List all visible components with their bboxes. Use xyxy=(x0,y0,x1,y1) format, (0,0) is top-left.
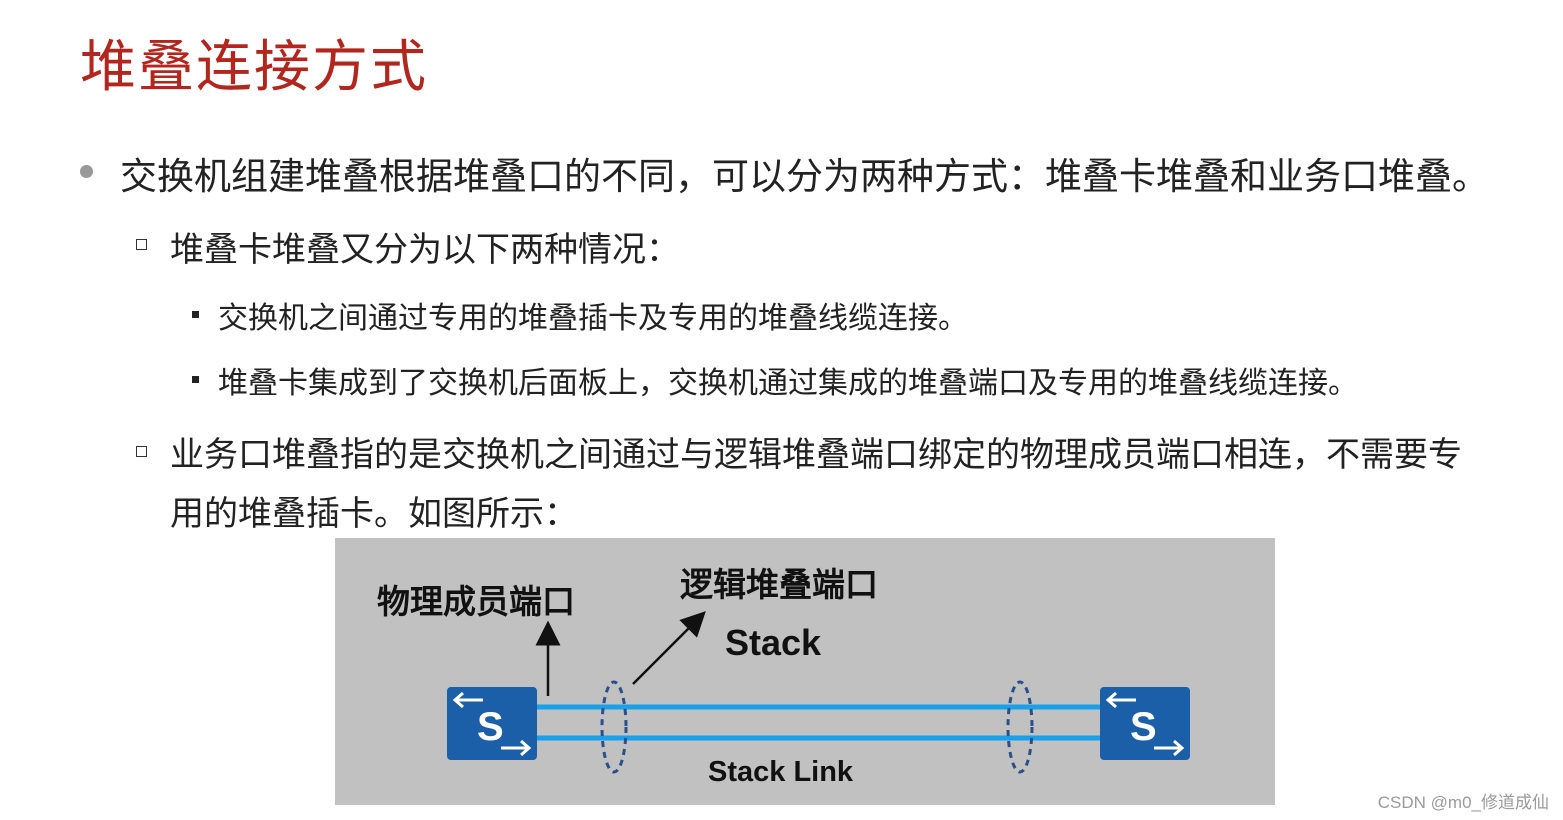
item-bullet xyxy=(192,376,199,383)
item-bullet xyxy=(192,311,199,318)
logical-port-ring-left xyxy=(600,680,628,774)
bullet-dot xyxy=(80,165,93,178)
sub-bullet-text-cont: 用的堆叠插卡。如图所示： xyxy=(170,495,578,533)
physical-port-label: 物理成员端口 xyxy=(377,583,575,620)
sub-bullet-square xyxy=(136,446,147,457)
switch-icon-left: S xyxy=(447,687,537,760)
sub-bullet-text: 堆叠卡堆叠又分为以下两种情况： xyxy=(170,231,680,269)
slide-title: 堆叠连接方式 xyxy=(80,35,428,98)
stack-diagram: 物理成员端口 逻辑堆叠端口 Stack Stack Link S S xyxy=(335,538,1275,805)
logical-port-arrow xyxy=(632,611,706,685)
svg-text:S: S xyxy=(1130,705,1157,749)
switch-icon-right: S xyxy=(1100,687,1190,760)
logical-port-ring-right xyxy=(1006,680,1034,774)
sub-bullet-text: 业务口堆叠指的是交换机之间通过与逻辑堆叠端口绑定的物理成员端口相连，不需要专 xyxy=(170,436,1462,474)
stack-link-label: Stack Link xyxy=(708,756,854,788)
svg-text:S: S xyxy=(477,705,504,749)
logical-port-label: 逻辑堆叠端口 xyxy=(680,566,878,603)
item-text: 交换机之间通过专用的堆叠插卡及专用的堆叠线缆连接。 xyxy=(218,302,968,335)
sub-bullet-square xyxy=(136,239,147,250)
stack-label: Stack xyxy=(725,622,822,663)
item-text: 堆叠卡集成到了交换机后面板上，交换机通过集成的堆叠端口及专用的堆叠线缆连接。 xyxy=(218,367,1358,400)
bullet-text: 交换机组建堆叠根据堆叠口的不同，可以分为两种方式：堆叠卡堆叠和业务口堆叠。 xyxy=(120,156,1489,197)
watermark: CSDN @m0_修道成仙 xyxy=(1377,793,1549,812)
